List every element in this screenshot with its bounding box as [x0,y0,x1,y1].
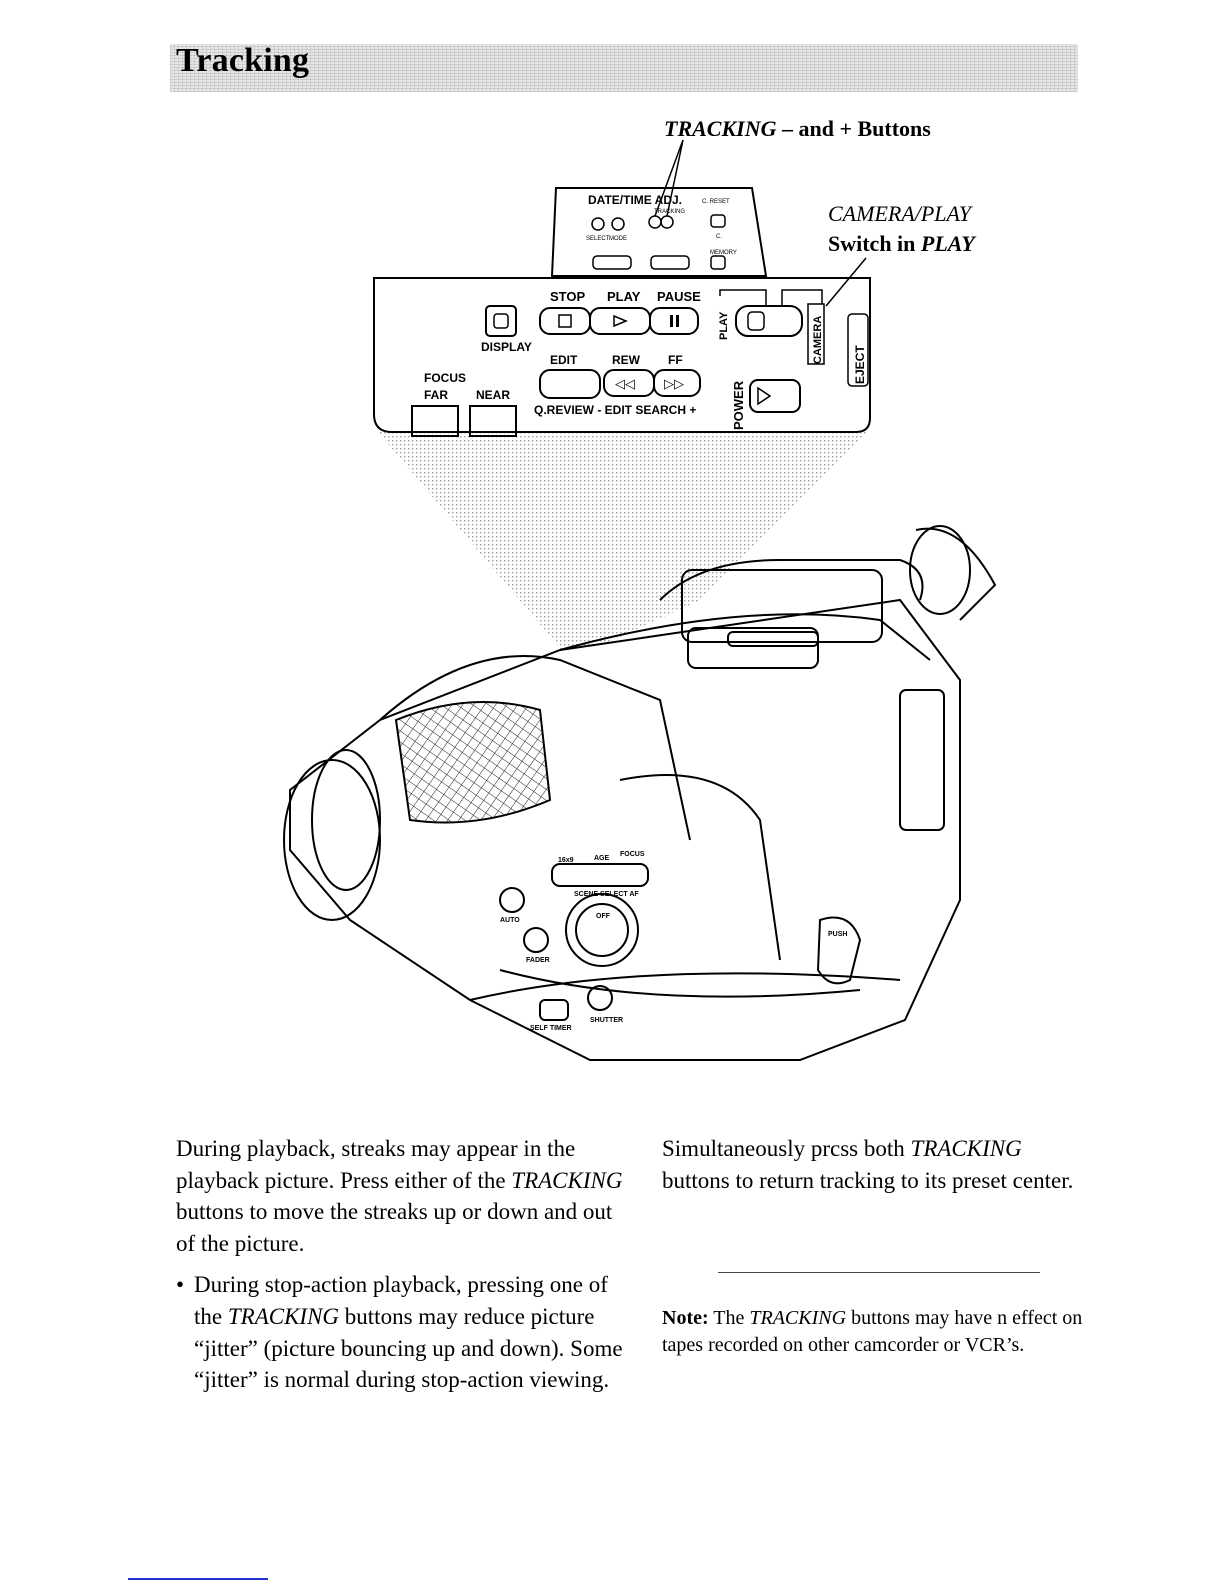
label-stop: STOP [550,289,585,304]
ff-button[interactable] [653,369,701,397]
callout-camera-line1: CAMERA/PLAY [828,201,971,226]
bullet-text: During stop-action playback, pressing on… [194,1272,623,1393]
label-play: PLAY [607,289,641,304]
top-control-panel: DATE/TIME ADJ. C. RESET TRACKING SELECT … [550,139,768,277]
callout-camera-line2: Switch in PLAY [828,231,975,256]
svg-text:C.: C. [716,234,722,240]
main-control-panel: STOP PLAY PAUSE DISPLAY EDIT REW FF ◁◁ ▷… [373,257,871,437]
label-qreview: Q.REVIEW - EDIT SEARCH + [534,403,696,417]
label-self-timer: SELF TIMER [530,1025,572,1032]
label-eject: EJECT [853,345,867,384]
note-label: Note: [662,1307,709,1329]
edit-button[interactable] [539,369,601,399]
label-camera-vertical: CAMERA [812,316,824,364]
power-switch[interactable] [749,379,801,413]
label-off: OFF [596,913,611,920]
display-button[interactable] [485,305,517,337]
svg-text:▷▷: ▷▷ [664,376,684,391]
label-mode: MODE [609,236,627,242]
bullet-item: • During stop-action playback, pressing … [176,1269,626,1395]
left-paragraph: During playback, streaks may appear in t… [176,1136,623,1256]
label-focus: FOCUS [424,371,466,385]
label-power: POWER [731,380,746,430]
camcorder-body [283,525,997,1061]
label-play-vertical: PLAY [718,311,730,340]
callout-tracking-italic: TRACKING [664,116,777,141]
label-far: FAR [424,388,448,402]
footer-rule [128,1578,268,1580]
right-paragraph: Simultaneously prcss both TRACKING butto… [662,1136,1074,1193]
callout-camera-play: CAMERA/PLAY Switch in PLAY [828,199,975,259]
label-tracking-small: TRACKING [654,209,685,215]
label-display: DISPLAY [481,340,532,354]
right-column: Simultaneously prcss both TRACKING butto… [662,1133,1082,1196]
left-column: During playback, streaks may appear in t… [176,1133,626,1396]
label-auto: AUTO [500,917,520,924]
label-pause: PAUSE [657,289,701,304]
camcorder-illustration: DATE/TIME ADJ. C. RESET TRACKING SELECT … [283,139,997,1061]
label-edit: EDIT [550,353,578,367]
label-16x9: 16x9 [558,857,574,864]
label-focus-small: FOCUS [620,851,645,858]
camera-play-switch[interactable] [735,305,803,337]
label-rew: REW [612,353,641,367]
label-age: AGE [594,855,610,862]
label-c-reset: C. RESET [702,199,730,205]
label-date-time: DATE/TIME ADJ. [588,193,682,207]
label-shutter: SHUTTER [590,1017,623,1024]
label-select: SELECT [586,236,610,242]
bullet-dot: • [176,1272,185,1298]
label-push: PUSH [828,931,847,938]
title-band [170,44,1078,92]
label-near: NEAR [476,388,510,402]
callout-tracking-rest: – and + Buttons [776,116,931,141]
label-scene-select: SCENE SELECT AF [574,891,639,898]
callout-tracking-buttons: TRACKING – and + Buttons [664,116,931,142]
pause-button[interactable] [649,307,699,335]
focus-near-button[interactable] [469,405,517,437]
label-ff: FF [668,353,683,367]
page-title: Tracking [176,42,310,79]
zoom-beam [378,432,868,660]
focus-far-button[interactable] [411,405,459,437]
note-divider [718,1272,1040,1273]
label-memory: MEMORY [710,250,737,256]
eject-button[interactable] [847,313,869,387]
body-labels: AUTO FADER SELF TIMER SHUTTER PUSH SCENE… [500,851,847,1032]
svg-text:◁◁: ◁◁ [615,376,635,391]
note-block: Note: The TRACKING buttons may have n ef… [662,1307,1083,1356]
label-fader: FADER [526,957,550,964]
